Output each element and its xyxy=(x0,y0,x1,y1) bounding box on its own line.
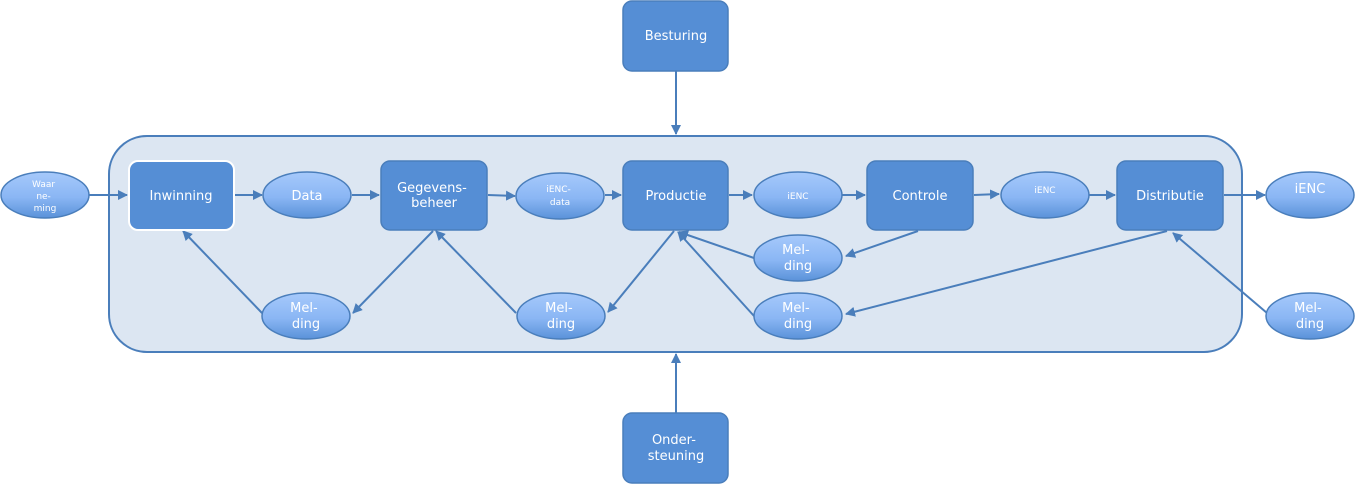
process-ondersteuning[interactable]: Onder- steuning xyxy=(622,412,729,484)
melding-4-label: Mel- ding xyxy=(782,301,814,332)
arrow-melding2-gegevensbeheer xyxy=(435,230,517,314)
distributie-label: Distributie xyxy=(1136,189,1204,204)
process-gegevensbeheer[interactable]: Gegevens- beheer xyxy=(380,160,488,231)
flow-melding-2[interactable]: Mel- ding xyxy=(516,292,606,340)
arrow-melding3-productie xyxy=(678,230,755,259)
arrow-melding4-productie xyxy=(677,231,755,317)
connectors xyxy=(89,71,1268,413)
ienc-out-label: iENC xyxy=(1295,182,1326,197)
process-besturing[interactable]: Besturing xyxy=(622,0,729,72)
arrow-gegevensbeheer-iencdata xyxy=(487,190,516,201)
flow-melding-1[interactable]: Mel- ding xyxy=(261,292,351,340)
arrow-controle-melding3 xyxy=(845,230,919,258)
ondersteuning-label: Onder- steuning xyxy=(648,433,704,464)
melding-5-label: Mel- ding xyxy=(1294,301,1326,332)
flow-melding-3[interactable]: Mel- ding xyxy=(753,234,843,282)
ienc-2-label: iENC xyxy=(1034,186,1055,196)
arrow-controle-ienc2 xyxy=(973,189,1000,200)
arrow-melding5-distributie xyxy=(1172,232,1268,314)
flow-waarneming[interactable]: Waar ne- ming xyxy=(0,171,90,219)
data-label: Data xyxy=(291,189,322,204)
flow-ienc-data[interactable]: iENC- data xyxy=(515,172,605,220)
process-inwinning[interactable]: Inwinning xyxy=(128,160,235,231)
flow-melding-4[interactable]: Mel- ding xyxy=(753,292,843,340)
inwinning-label: Inwinning xyxy=(150,189,213,204)
productie-label: Productie xyxy=(646,189,707,204)
process-controle[interactable]: Controle xyxy=(866,160,974,231)
melding-3-label: Mel- ding xyxy=(782,243,814,274)
flow-data[interactable]: Data xyxy=(262,171,352,219)
arrow-distributie-melding4 xyxy=(845,230,1168,317)
flow-ienc-out[interactable]: iENC xyxy=(1265,171,1355,219)
arrow-productie-melding2 xyxy=(607,230,675,313)
ienc-data-label: iENC- data xyxy=(546,185,573,208)
besturing-label: Besturing xyxy=(645,29,707,44)
gegevensbeheer-label: Gegevens- beheer xyxy=(397,181,471,211)
ienc-1-label: iENC xyxy=(787,192,808,202)
controle-label: Controle xyxy=(893,189,948,204)
flow-ienc-2[interactable]: iENC xyxy=(1000,171,1090,219)
process-productie[interactable]: Productie xyxy=(622,160,729,231)
flow-ienc-1[interactable]: iENC xyxy=(753,171,843,219)
flow-melding-5[interactable]: Mel- ding xyxy=(1265,292,1355,340)
arrow-melding1-inwinning xyxy=(182,230,263,314)
waarneming-label: Waar ne- ming xyxy=(32,180,58,214)
melding-2-label: Mel- ding xyxy=(545,301,577,332)
process-distributie[interactable]: Distributie xyxy=(1116,160,1224,231)
arrow-gegevensbeheer-melding1 xyxy=(352,230,434,314)
melding-1-label: Mel- ding xyxy=(290,301,322,332)
